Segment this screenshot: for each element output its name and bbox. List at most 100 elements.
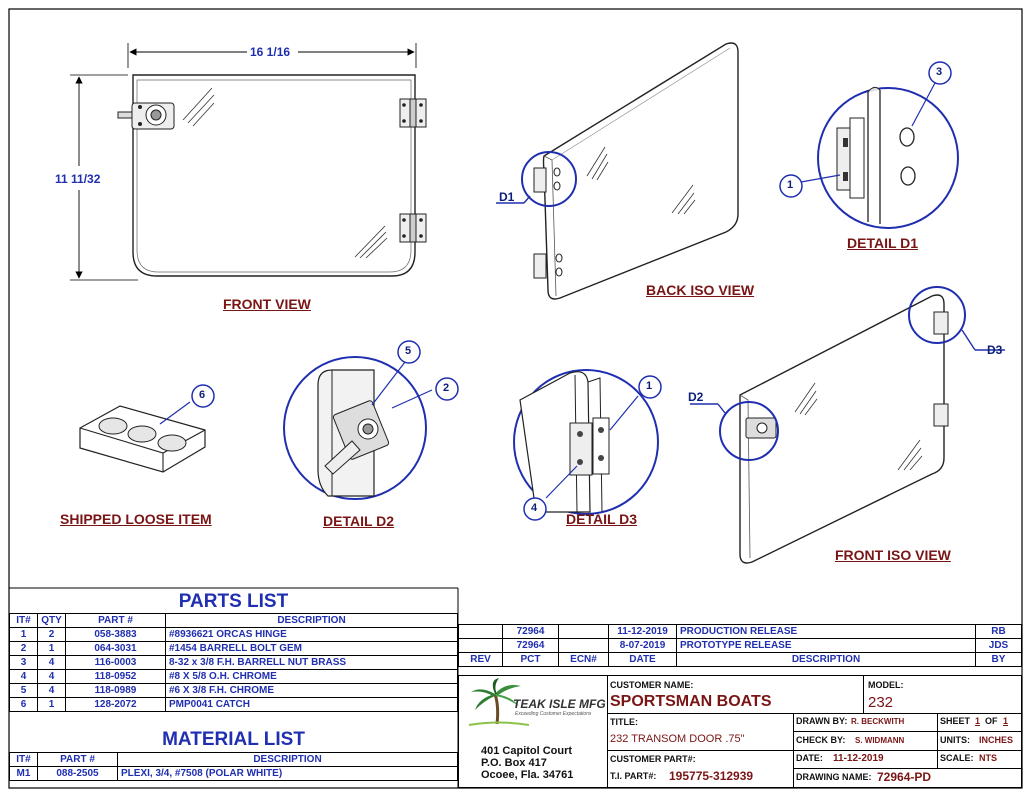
rev-cell: PROTOTYPE RELEASE	[676, 638, 976, 653]
drawing-name-cell: DRAWING NAME: 72964-PD	[793, 768, 1021, 787]
ti-part-label: T.I. PART#:	[610, 771, 657, 781]
balloon-circles	[191, 61, 952, 521]
parts-cell: 3	[9, 655, 38, 670]
units-value: INCHES	[979, 735, 1014, 745]
parts-cell: 4	[37, 683, 66, 698]
parts-header-part: PART #	[65, 613, 166, 628]
parts-cell: 2	[9, 641, 38, 656]
check-by-cell: CHECK BY: S. WIDMANN	[793, 731, 938, 751]
detail-d3-drawing	[513, 369, 659, 515]
front-iso-label: FRONT ISO VIEW	[835, 547, 951, 563]
check-by-label: CHECK BY:	[796, 735, 846, 745]
model-value: 232	[868, 694, 894, 711]
address-line-2: P.O. Box 417	[481, 757, 547, 769]
back-iso-label: BACK ISO VIEW	[646, 282, 755, 298]
units-cell: UNITS: INCHES	[937, 731, 1021, 751]
rev-cell: 11-12-2019	[608, 624, 677, 639]
loose-item-drawing	[79, 401, 206, 473]
check-by-value: S. WIDMANN	[855, 736, 905, 745]
back-iso-drawing	[496, 42, 739, 300]
material-header-it: IT#	[9, 752, 38, 767]
drawing-name-value: 72964-PD	[877, 770, 932, 784]
parts-cell: PMP0041 CATCH	[165, 697, 458, 712]
scale-label: SCALE:	[940, 753, 974, 763]
parts-cell: 4	[37, 655, 66, 670]
customer-name-cell: CUSTOMER NAME: SPORTSMAN BOATS	[607, 676, 864, 714]
drawn-by-cell: DRAWN BY: R. BECKWITH	[793, 713, 938, 732]
balloon-3-d1: 3	[936, 66, 943, 78]
parts-cell: 1	[37, 641, 66, 656]
sheet-cell: SHEET 1 OF 1	[937, 713, 1021, 732]
height-dimension: 11 11/32	[55, 172, 101, 186]
parts-cell: 6	[9, 697, 38, 712]
detail-d1-drawing	[800, 82, 959, 229]
rev-cell: 72964	[502, 638, 559, 653]
customer-name-label: CUSTOMER NAME:	[610, 680, 694, 690]
detail-d2-drawing	[283, 356, 433, 500]
address-line-3: Ocoee, Fla. 34761	[481, 769, 574, 781]
material-cell: PLEXI, 3/4, #7508 (POLAR WHITE)	[117, 766, 458, 781]
model-cell: MODEL: 232	[863, 676, 1021, 714]
parts-cell: #1454 BARRELL BOLT GEM	[165, 641, 458, 656]
rev-cell: 8-07-2019	[608, 638, 677, 653]
parts-header-qty: QTY	[37, 613, 66, 628]
parts-cell: 118-0989	[65, 683, 166, 698]
rev-header: ECN#	[558, 652, 609, 667]
rev-cell	[458, 638, 503, 653]
rev-header: PCT	[502, 652, 559, 667]
rev-cell	[458, 624, 503, 639]
sheet-total: 1	[1003, 716, 1009, 726]
title-block: TEAK ISLE MFG Exceeding Customer Expecta…	[458, 675, 1022, 788]
rev-cell: RB	[975, 624, 1022, 639]
balloon-6: 6	[199, 389, 206, 401]
rev-header: BY	[975, 652, 1022, 667]
parts-header-desc: DESCRIPTION	[165, 613, 458, 628]
title-label: TITLE:	[610, 717, 638, 727]
title-cell: TITLE: 232 TRANSOM DOOR .75"	[607, 713, 794, 751]
balloon-1-d1: 1	[787, 179, 794, 191]
units-label: UNITS:	[940, 735, 970, 745]
callout-d3: D3	[987, 343, 1003, 357]
drawn-by-label: DRAWN BY:	[796, 716, 848, 726]
scale-cell: SCALE: NTS	[937, 750, 1021, 769]
company-name: TEAK ISLE MFG	[513, 697, 606, 711]
parts-cell: 4	[9, 669, 38, 684]
parts-cell: 128-2072	[65, 697, 166, 712]
front-view-label: FRONT VIEW	[223, 296, 311, 312]
date-cell: DATE: 11-12-2019	[793, 750, 938, 769]
rev-header: DESCRIPTION	[676, 652, 976, 667]
material-list-title: MATERIAL LIST	[162, 729, 305, 750]
front-iso-drawing	[690, 286, 1005, 564]
parts-cell: 1	[37, 697, 66, 712]
balloon-5: 5	[405, 345, 412, 357]
parts-cell: #6 X 3/8 F.H. CHROME	[165, 683, 458, 698]
palm-tree-logo-icon	[469, 678, 529, 726]
parts-cell: 1	[9, 627, 38, 642]
callout-d1: D1	[499, 190, 515, 204]
material-header-row: IT# PART # DESCRIPTION	[9, 752, 458, 767]
front-view-drawing	[70, 43, 427, 281]
address-line-1: 401 Capitol Court	[481, 745, 573, 757]
parts-cell: 5	[9, 683, 38, 698]
balloon-4: 4	[531, 502, 538, 514]
detail-d1-label: DETAIL D1	[847, 235, 919, 251]
material-header-part: PART #	[37, 752, 118, 767]
parts-cell: 4	[37, 669, 66, 684]
parts-header-row: IT# QTY PART # DESCRIPTION	[9, 613, 458, 628]
parts-cell: 2	[37, 627, 66, 642]
sheet-border	[8, 8, 1023, 789]
date-value: 11-12-2019	[833, 753, 884, 764]
width-dimension: 16 1/16	[250, 45, 291, 59]
rev-cell: JDS	[975, 638, 1022, 653]
parts-list-title: PARTS LIST	[178, 591, 289, 612]
